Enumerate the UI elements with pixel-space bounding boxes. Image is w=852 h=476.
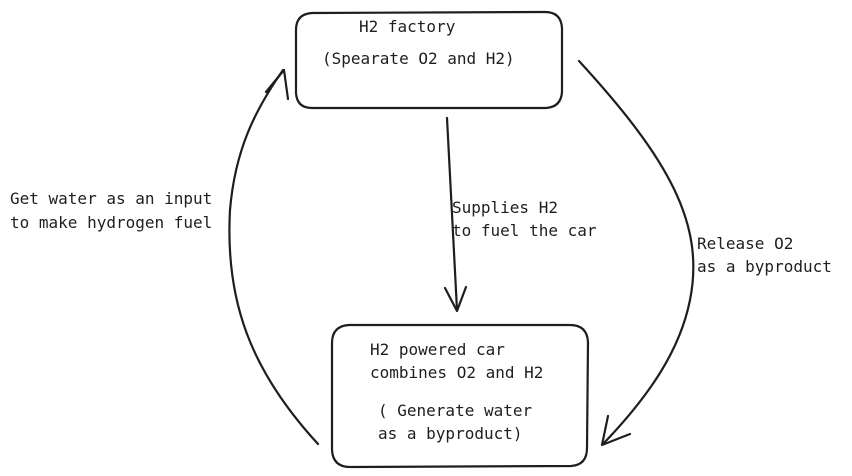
water-arrow	[228, 68, 320, 446]
release-label-line2: as a byproduct	[697, 257, 832, 276]
supply-label-line2: to fuel the car	[452, 221, 597, 240]
water-label-line1: Get water as an input	[10, 189, 213, 208]
factory-subtitle: (Spearate O2 and H2)	[322, 49, 515, 68]
supply-arrow	[445, 116, 459, 312]
car-note-line1: ( Generate water	[378, 401, 533, 420]
water-arrowhead	[264, 68, 290, 101]
water-label-line2: to make hydrogen fuel	[10, 213, 213, 232]
release-arrowhead	[600, 414, 632, 447]
factory-title: H2 factory	[359, 17, 456, 36]
factory-box[interactable]	[294, 10, 564, 110]
car-subtitle: combines O2 and H2	[370, 363, 544, 382]
release-arrow	[577, 59, 695, 446]
car-title: H2 powered car	[370, 340, 505, 359]
car-box[interactable]	[330, 323, 590, 469]
supply-label-line1: Supplies H2	[452, 198, 558, 217]
supply-arrowhead	[443, 285, 468, 313]
car-note-line2: as a byproduct)	[378, 424, 523, 443]
release-label-line1: Release O2	[697, 234, 794, 253]
